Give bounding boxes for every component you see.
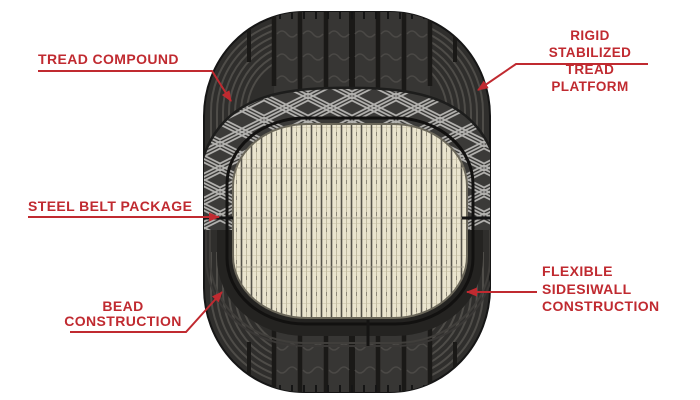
label-tread-compound: TREAD COMPOUND — [38, 51, 179, 67]
label-flexible-sidewall-construction: FLEXIBLE SIDESIWALL CONSTRUCTION — [542, 263, 660, 314]
label-bead-construction: BEAD CONSTRUCTION — [64, 298, 182, 329]
body-ply — [232, 123, 468, 319]
steel-belt-weave — [204, 88, 490, 231]
leader-tread-compound — [38, 70, 232, 102]
leader-bead — [70, 291, 223, 333]
leader-rigid-platform — [477, 63, 648, 91]
label-rigid-stabilized-tread-platform: RIGID STABILIZED TREAD PLATFORM — [548, 28, 632, 94]
label-steel-belt-package: STEEL BELT PACKAGE — [28, 198, 193, 214]
